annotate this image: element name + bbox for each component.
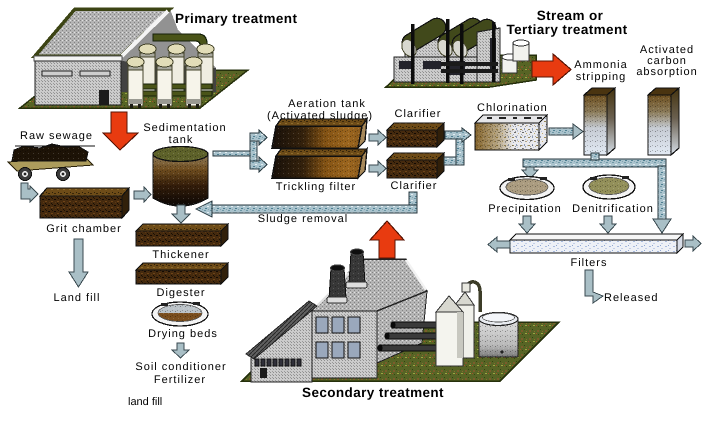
svg-text:Fertilizer: Fertilizer	[154, 374, 206, 386]
svg-text:Thickener: Thickener	[152, 249, 209, 261]
svg-text:Released: Released	[604, 292, 658, 304]
svg-text:Chlorination: Chlorination	[477, 102, 548, 114]
svg-text:Clarifier: Clarifier	[391, 180, 438, 192]
svg-text:Grit chamber: Grit chamber	[46, 223, 122, 235]
svg-text:Aeration tank: Aeration tank	[288, 98, 366, 110]
svg-text:Precipitation: Precipitation	[488, 203, 562, 215]
svg-text:Ammonia: Ammonia	[574, 59, 627, 71]
svg-text:carbon: carbon	[647, 55, 687, 67]
svg-text:Digester: Digester	[157, 287, 206, 299]
svg-text:Soil conditioner: Soil conditioner	[135, 361, 226, 373]
svg-text:stripping: stripping	[576, 71, 627, 83]
svg-text:land fill: land fill	[128, 396, 162, 408]
svg-text:Tertiary treatment: Tertiary treatment	[507, 22, 628, 37]
svg-text:Stream or: Stream or	[537, 8, 604, 23]
svg-text:Trickling filter: Trickling filter	[276, 181, 356, 193]
svg-text:Primary treatment: Primary treatment	[175, 11, 297, 26]
svg-text:tank: tank	[169, 134, 194, 146]
svg-text:absorption: absorption	[636, 66, 697, 78]
svg-text:Activated: Activated	[640, 44, 694, 56]
svg-text:Secondary treatment: Secondary treatment	[302, 385, 444, 400]
svg-text:Land fill: Land fill	[54, 292, 101, 304]
svg-text:Clarifier: Clarifier	[395, 108, 442, 120]
svg-text:Drying beds: Drying beds	[148, 328, 218, 340]
svg-text:Filters: Filters	[571, 257, 608, 269]
svg-text:Raw sewage: Raw sewage	[20, 130, 93, 142]
svg-text:Denitrification: Denitrification	[572, 203, 654, 215]
svg-text:Sedimentation: Sedimentation	[143, 122, 226, 134]
svg-text:Sludge removal: Sludge removal	[258, 213, 348, 225]
